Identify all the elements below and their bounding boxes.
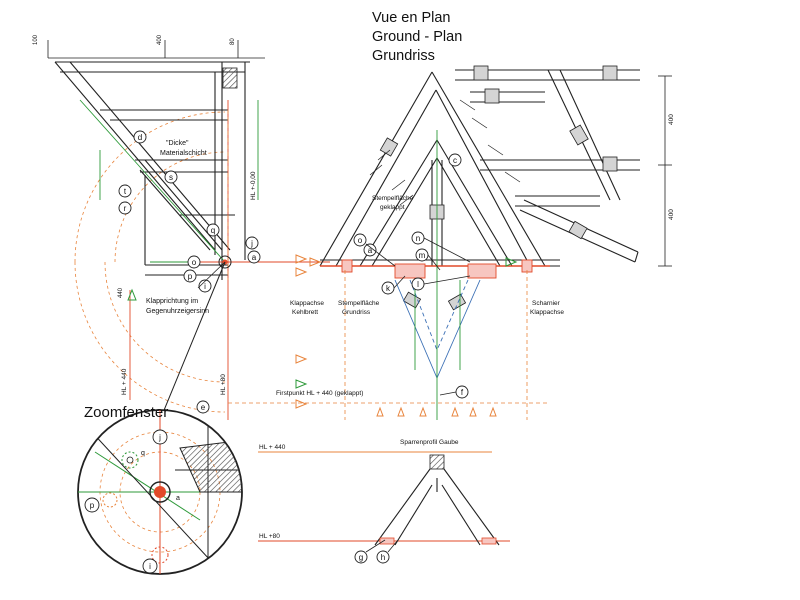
dicke-label-line1: "Dicke" [166, 140, 189, 147]
callout-i: i [198, 279, 212, 293]
scharnier-line1: Scharnier [532, 300, 561, 307]
zoom-window: j q a p i [77, 409, 243, 575]
svg-text:c: c [453, 156, 457, 165]
dicke-label-line2: Materialschicht [160, 150, 207, 157]
callout-l: l [411, 277, 425, 291]
pivot-point [218, 255, 232, 269]
svg-text:f: f [461, 388, 464, 397]
profile-title: Sparrenprofil Gaube [400, 439, 459, 446]
callout-o-plan: o [353, 233, 367, 247]
callout-e: e [196, 400, 210, 414]
svg-text:i: i [204, 282, 206, 291]
title-line-en: Ground - Plan [372, 29, 463, 45]
hl-440-left-label: HL + 440 [121, 368, 128, 395]
title-line-de: Grundriss [372, 48, 435, 64]
callout-o: o [187, 255, 201, 269]
dim-100-label: 100 [33, 34, 39, 45]
svg-text:m: m [419, 251, 426, 260]
construction-arcs [74, 111, 226, 413]
stempel-grundriss-line2: Grundriss [342, 309, 371, 316]
left-view: "Dicke" Materialschicht Klapprichtung im… [33, 34, 330, 421]
callout-s: s [164, 170, 178, 184]
callout-m: m [415, 248, 429, 262]
callout-q: q [206, 223, 220, 237]
klapprichtung-line2: Gegenuhrzeigersinn [146, 308, 209, 315]
hl-80-label: HL +80 [220, 374, 227, 395]
svg-text:h: h [381, 553, 385, 562]
zoom-callout-i: i [142, 558, 158, 574]
callout-g: g [354, 550, 368, 564]
svg-text:j: j [158, 433, 161, 442]
svg-text:n: n [416, 234, 420, 243]
callout-a-plan: a [363, 243, 377, 257]
zoom-callout-j: j [152, 429, 168, 445]
svg-text:a: a [176, 495, 180, 502]
stempel-geklappt-line2: geklappt [380, 204, 405, 211]
callout-d: d [133, 130, 147, 144]
callout-n: n [411, 231, 425, 245]
svg-text:a: a [252, 253, 257, 262]
callout-c: c [448, 153, 462, 167]
firstpunkt-label: Firstpunkt HL + 440 (geklappt) [276, 390, 363, 397]
zoom-callout-q: q [126, 450, 145, 464]
svg-text:p: p [90, 501, 95, 510]
klapprichtung-line1: Klapprichtung im [146, 298, 198, 305]
level-markers [127, 254, 308, 409]
post-section-hatch [222, 67, 238, 89]
callout-f: f [455, 385, 469, 399]
svg-text:k: k [386, 284, 391, 293]
plan-dim-400-top: 400 [668, 114, 675, 125]
svg-text:d: d [138, 133, 142, 142]
klappachse-line1: Klappachse [290, 300, 324, 307]
svg-text:i: i [149, 562, 151, 571]
callout-h: h [376, 550, 390, 564]
dim-400-label: 400 [157, 34, 163, 45]
svg-text:o: o [192, 258, 197, 267]
svg-text:p: p [188, 272, 193, 281]
title-line-fr: Vue en Plan [372, 10, 451, 26]
zoom-pivot [149, 481, 171, 503]
svg-text:q: q [141, 450, 145, 457]
stamp-areas [341, 259, 533, 279]
dim-80-label: 80 [230, 38, 236, 45]
plan-title: Vue en Plan Ground - Plan Grundriss [372, 9, 462, 66]
svg-text:t: t [124, 187, 127, 196]
svg-text:a: a [368, 246, 373, 255]
svg-text:q: q [211, 226, 215, 235]
callout-a: a [247, 250, 261, 264]
callout-p: p [183, 269, 197, 283]
stempel-geklappt-line1: Stempelfläche [372, 195, 414, 202]
svg-text:e: e [201, 403, 206, 412]
svg-text:j: j [250, 239, 253, 248]
rafter-profile: Sparrenprofil Gaube HL + 440 HL +80 g h [258, 439, 510, 564]
svg-text:o: o [358, 236, 363, 245]
zoom-callout-a: a [176, 495, 180, 502]
svg-text:g: g [359, 553, 363, 562]
stempel-grundriss-line1: Stempelfläche [338, 300, 380, 307]
zoom-window-title: Zoomfenster [84, 404, 169, 421]
svg-text:r: r [124, 204, 127, 213]
level-440-label: 440 [118, 287, 124, 298]
callout-k: k [381, 281, 395, 295]
callout-t: t [118, 184, 132, 198]
profile-hl-440: HL + 440 [259, 444, 286, 451]
zoom-callout-p: p [84, 497, 100, 513]
klappachse-line2: Kehlbrett [292, 309, 318, 316]
plan-dim-400-bottom: 400 [668, 209, 675, 220]
scharnier-line2: Klappachse [530, 309, 564, 316]
plan-view: 400 400 [228, 65, 675, 420]
svg-text:s: s [169, 173, 173, 182]
hl-000-label: HL +-0,00 [250, 171, 257, 200]
svg-text:l: l [417, 280, 419, 289]
profile-hl-80: HL +80 [259, 533, 280, 540]
callout-r: r [118, 201, 132, 215]
callout-j: j [245, 236, 259, 250]
